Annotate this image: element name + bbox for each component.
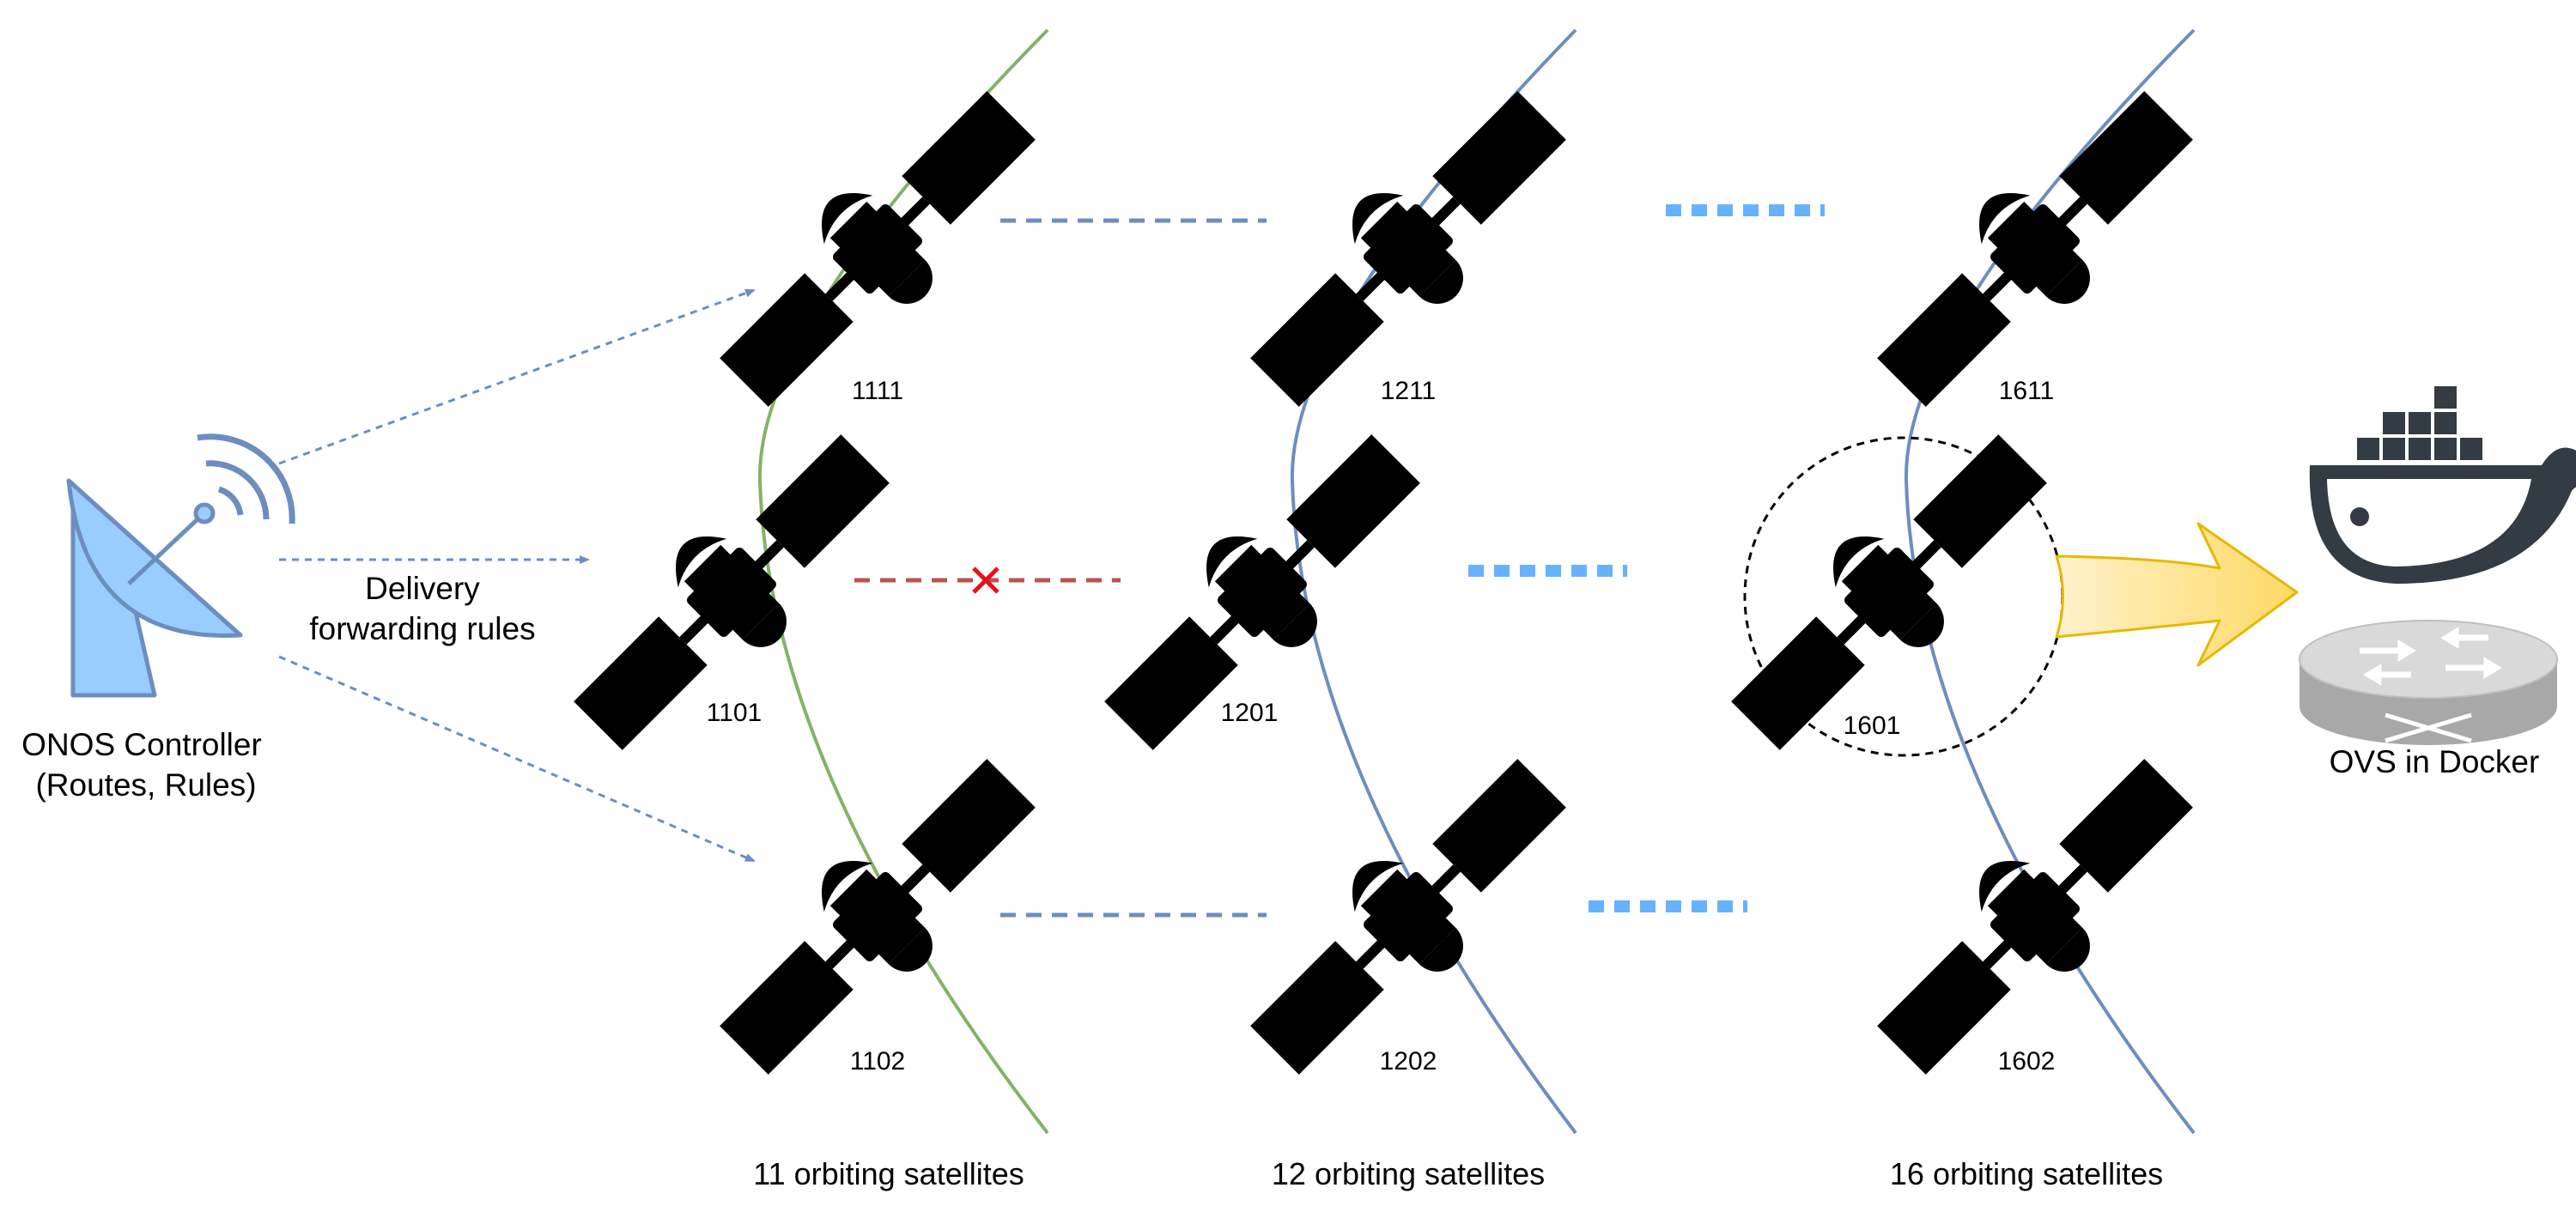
satellite-1101-label: 1101 [707,699,762,727]
orbit-11-label: 11 orbiting satellites [753,1156,1024,1191]
controller-label-line1: ONOS Controller [21,727,262,762]
satellite-1602-icon [1853,735,2216,1098]
satellite-1201-label: 1201 [1221,699,1279,727]
satellite-1102-label: 1102 [850,1047,906,1076]
satellite-1211-label: 1211 [1381,377,1437,405]
orbit-16-label: 16 orbiting satellites [1890,1156,2163,1191]
satellite-1202-icon [1226,735,1589,1098]
satellite-1611-icon [1853,67,2216,430]
satellite-1111-icon [696,67,1059,430]
satellite-1111-label: 1111 [852,377,903,405]
router-icon [2299,620,2558,745]
ground-station-dish-icon [66,433,295,698]
docker-whale-icon [2309,386,2576,584]
delivery-label-line1: Delivery [365,571,480,606]
delivery-label-line2: forwarding rules [309,611,535,646]
satellite-1611-label: 1611 [1999,377,2055,405]
satellite-1602-label: 1602 [1998,1047,2056,1076]
orbit-12-label: 12 orbiting satellites [1272,1156,1545,1191]
link-broken-x-icon [972,567,999,594]
dispatch-arrow-to-1102 [278,655,756,863]
satellite-1601-label: 1601 [1844,712,1901,740]
dispatch-arrow-to-1111 [278,288,756,465]
satellite-1211-icon [1226,67,1589,430]
ovs-label: OVS in Docker [2330,744,2540,779]
big-arrow-icon [2055,522,2299,667]
satellite-1202-label: 1202 [1380,1047,1437,1076]
controller-label-line2: (Routes, Rules) [35,767,256,803]
